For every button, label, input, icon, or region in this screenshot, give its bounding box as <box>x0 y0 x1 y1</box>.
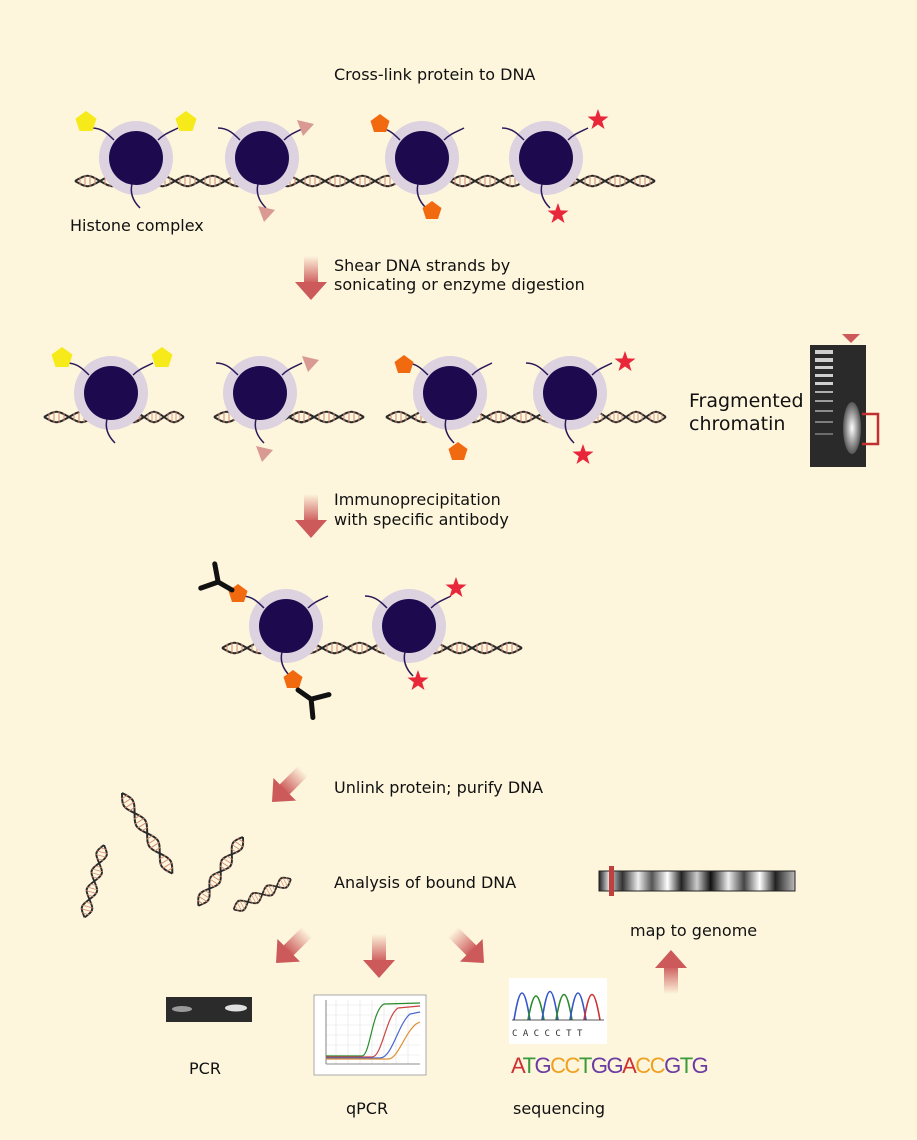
sequence-base: G <box>692 1053 709 1078</box>
sequencing-chromatogram-image: C A C C C T T <box>509 978 607 1044</box>
analysis-step-label: Analysis of bound DNA <box>334 873 517 892</box>
orange-mark-icon <box>448 442 468 460</box>
arrow-to-pcr <box>264 920 319 975</box>
fragmented-label-1: Fragmented <box>689 390 804 412</box>
crosslink-step-label: Cross-link protein to DNA <box>334 65 536 84</box>
red-mark-icon <box>614 351 636 371</box>
pink-mark-icon <box>302 356 319 372</box>
pcr-label: PCR <box>189 1059 221 1078</box>
sequence-base: C <box>635 1053 651 1078</box>
unlink-step-label: Unlink protein; purify DNA <box>334 778 544 797</box>
fragmented-label-2: chromatin <box>689 413 786 435</box>
sequence-base: G <box>535 1053 552 1078</box>
yellow-mark-icon <box>151 347 173 367</box>
sequencing-label: sequencing <box>513 1099 605 1118</box>
arrow-to-qpcr <box>363 934 395 978</box>
map-to-genome-label: map to genome <box>630 921 758 940</box>
red-mark-icon <box>587 109 609 129</box>
pink-mark-icon <box>258 206 275 222</box>
orange-mark-icon <box>228 584 248 602</box>
orange-mark-icon <box>394 355 414 373</box>
step-arrow-2 <box>295 494 327 538</box>
histone-complex-label: Histone complex <box>70 216 204 235</box>
arrow-to-map <box>655 950 687 994</box>
crosslinked-chromatin <box>74 109 656 223</box>
histone-complex-2 <box>217 120 305 209</box>
qpcr-label: qPCR <box>346 1099 389 1118</box>
arrow-to-sequencing <box>441 920 496 975</box>
genome-map-chromosome <box>598 866 796 896</box>
immunoprecipitated-chromatin <box>201 564 523 718</box>
fragmented-chromatin <box>43 347 667 464</box>
orange-mark-icon <box>370 114 390 132</box>
ip-step-label-2: with specific antibody <box>334 510 509 529</box>
shear-step-label-2: sonicating or enzyme digestion <box>334 275 585 294</box>
sequence-base: G <box>664 1053 681 1078</box>
sequence-base: C <box>650 1053 666 1078</box>
sequence-base: C <box>565 1053 581 1078</box>
histone-complex-3 <box>377 120 465 209</box>
orange-mark-icon <box>422 201 442 219</box>
fragmented-gel-image <box>810 334 880 467</box>
sequence-base: A <box>622 1053 637 1078</box>
sequence-base: T <box>579 1053 592 1078</box>
sequence-base: G <box>591 1053 608 1078</box>
yellow-mark-icon <box>75 111 97 131</box>
gel-arrow-icon <box>842 334 860 343</box>
sequence-text: ATGCCTGGACCGTG <box>511 1053 709 1078</box>
step-arrow-1 <box>295 256 327 300</box>
red-mark-icon <box>445 577 467 597</box>
sequence-base: A <box>511 1053 526 1078</box>
red-mark-icon <box>547 203 569 223</box>
qpcr-plot-image <box>313 994 427 1076</box>
sequence-base: T <box>523 1053 536 1078</box>
chromatogram-letters: C A C C C T T <box>512 1029 583 1039</box>
sequence-base: C <box>550 1053 566 1078</box>
yellow-mark-icon <box>51 347 73 367</box>
pcr-gel-image <box>166 997 252 1022</box>
red-mark-icon <box>572 444 594 464</box>
sequence-base: G <box>606 1053 623 1078</box>
histone-complex-1 <box>91 120 179 209</box>
ip-step-label-1: Immunoprecipitation <box>334 490 501 509</box>
purified-dna-fragments <box>77 788 295 920</box>
step-arrow-3 <box>260 759 315 814</box>
pink-mark-icon <box>256 446 273 462</box>
sequence-base: T <box>680 1053 693 1078</box>
histone-complex-4 <box>501 120 589 209</box>
yellow-mark-icon <box>175 111 197 131</box>
shear-step-label-1: Shear DNA strands by <box>334 256 511 275</box>
pink-mark-icon <box>297 120 314 136</box>
